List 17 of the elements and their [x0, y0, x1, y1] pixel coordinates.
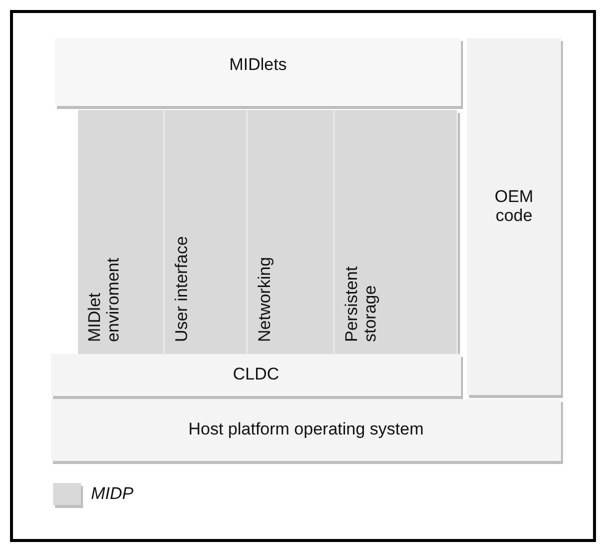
layer-label: MIDlets	[228, 56, 288, 75]
module-box	[248, 110, 335, 354]
layer-region	[55, 38, 461, 106]
layer-label: Networking	[256, 256, 275, 342]
layer-label: MIDlet enviroment	[86, 256, 124, 342]
layer-label: OEM code	[494, 188, 534, 226]
module-box	[78, 110, 165, 354]
layer-label: User interface	[173, 235, 192, 342]
module-box	[335, 110, 458, 354]
layer-label: Persistent storage	[343, 265, 380, 342]
module-box	[165, 110, 248, 354]
layer-label: Host platform operating system	[187, 420, 425, 440]
layer-region	[467, 38, 561, 395]
layer-box	[51, 399, 561, 461]
layer-label: CLDC	[232, 366, 280, 384]
legend-label: MIDP	[91, 484, 134, 504]
layer-box	[51, 354, 461, 396]
